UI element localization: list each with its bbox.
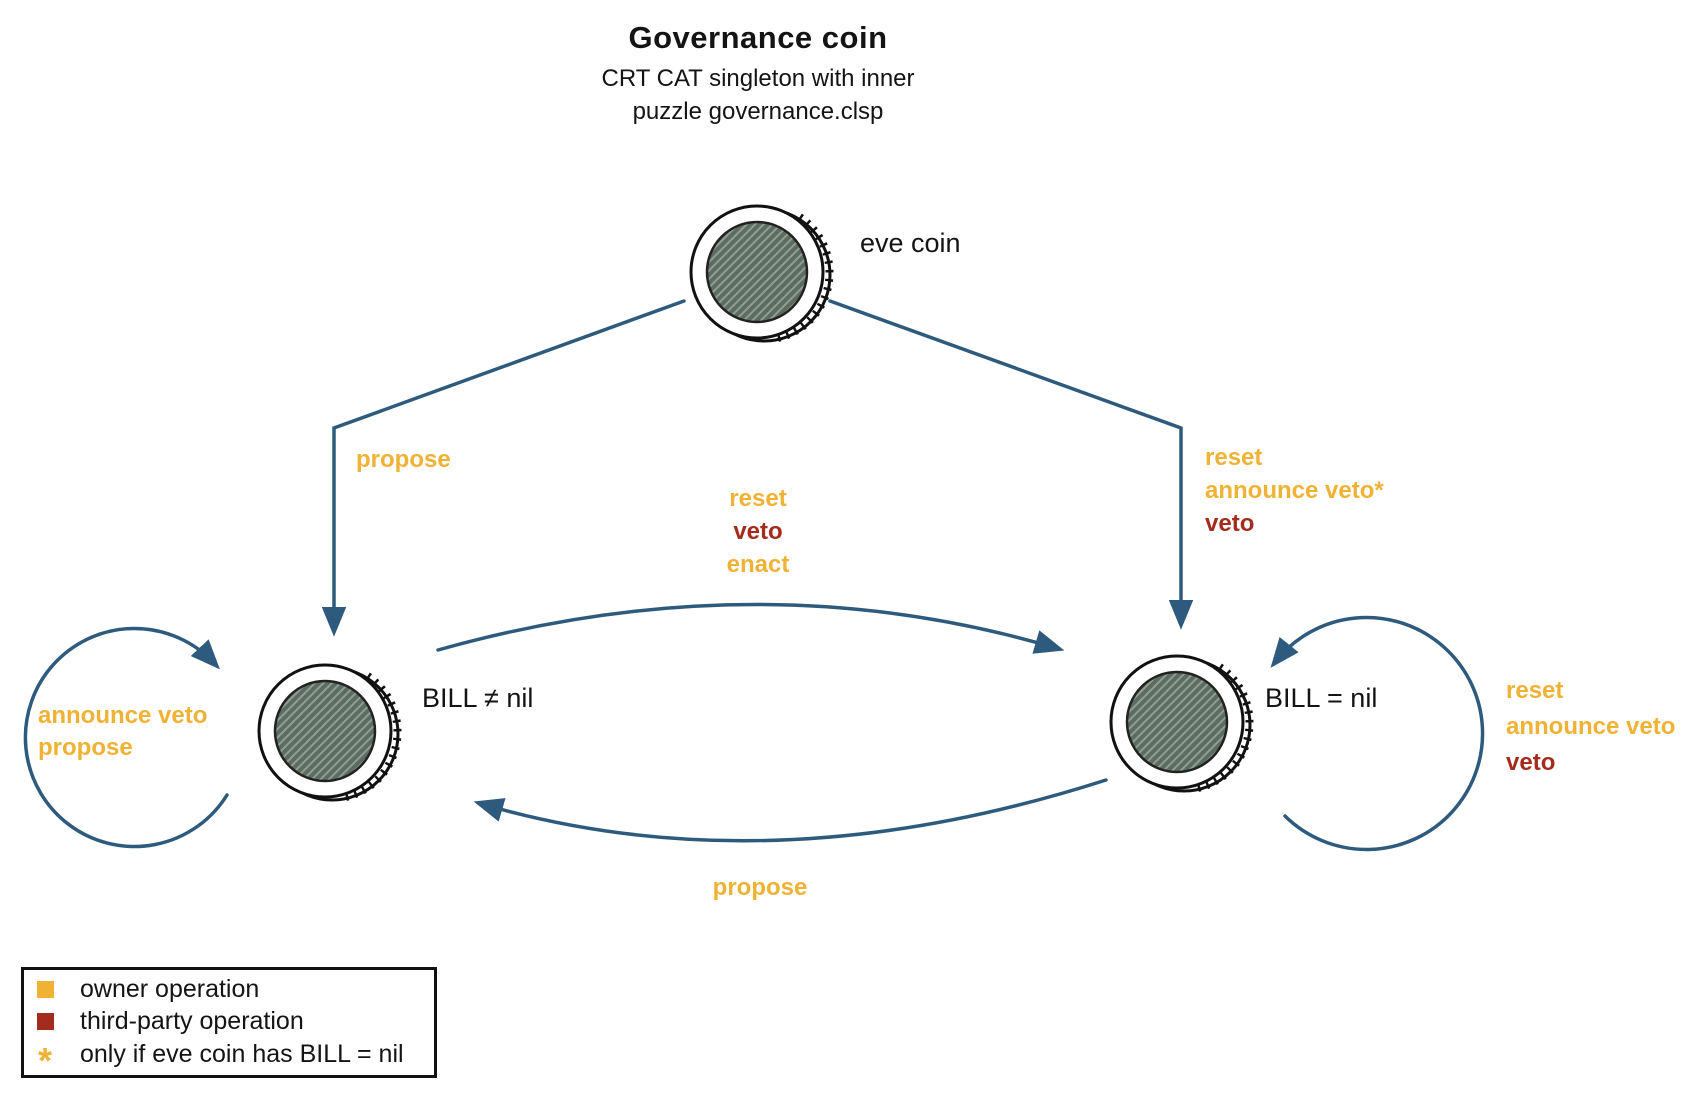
bill-nil-label: BILL = nil <box>1265 683 1378 713</box>
edge-label-veto: veto <box>1205 510 1255 537</box>
bill-not-nil-coin-icon <box>259 665 398 800</box>
page-subtitle: CRT CAT singleton with inner puzzle gove… <box>601 62 914 128</box>
edge-bill-not-nil-to-bill-nil-arrow <box>436 602 1065 654</box>
owner-color-swatch-icon <box>34 980 56 998</box>
edge-label-announce-veto: announce veto <box>38 702 208 729</box>
page-title: Governance coin <box>628 20 888 55</box>
asterisk-icon: * <box>37 1039 52 1081</box>
edge-bill-nil-self-loop-arrow <box>1270 615 1485 852</box>
edge-label-reset: reset <box>729 485 787 512</box>
edge-eve-to-bill-not-nil-arrow <box>321 299 686 637</box>
edge-eve-to-bill-nil-arrow <box>828 299 1194 630</box>
edge-label-announce-veto: announce veto* <box>1205 477 1384 504</box>
legend-label: third-party operation <box>80 1006 304 1035</box>
legend-item-third-party: third-party operation <box>34 1007 424 1036</box>
edge-label-stack-top-curve: reset veto enact <box>727 482 790 581</box>
legend-box: owner operation third-party operation * … <box>21 967 437 1078</box>
edge-label-veto: veto <box>733 518 783 545</box>
bill-not-nil-label: BILL ≠ nil <box>422 683 534 713</box>
edge-label-enact: enact <box>726 551 790 578</box>
eve-coin-icon <box>691 206 830 341</box>
edge-bill-nil-to-bill-not-nil-arrow <box>473 778 1108 843</box>
eve-coin-label: eve coin <box>860 228 961 258</box>
title-block: Governance coin CRT CAT singleton with i… <box>601 20 914 128</box>
edge-bill-not-nil-self-loop-arrow <box>23 626 229 849</box>
edge-label-propose-left: propose <box>356 446 451 473</box>
legend-item-owner: owner operation <box>34 975 424 1004</box>
edge-label-stack-eve-to-bill-nil: reset announce veto* veto <box>1205 441 1384 540</box>
edge-label-propose: propose <box>38 734 133 761</box>
bill-nil-coin-icon <box>1111 656 1250 791</box>
edge-label-reset: reset <box>1506 677 1564 704</box>
edge-label-stack-right-loop: reset announce veto veto <box>1506 673 1675 781</box>
legend-label: only if eve coin has BILL = nil <box>80 1040 404 1068</box>
subtitle-line-2: puzzle governance.clsp <box>632 98 884 125</box>
edge-label-stack-left-loop: announce veto propose <box>38 700 207 764</box>
legend-label: owner operation <box>80 974 260 1003</box>
edge-label-announce-veto: announce veto <box>1506 713 1676 740</box>
edge-label-veto: veto <box>1506 749 1556 776</box>
edge-label-propose-bottom: propose <box>712 874 808 901</box>
third-party-color-swatch-icon <box>34 1012 56 1030</box>
edge-label-reset: reset <box>1205 444 1263 471</box>
subtitle-line-1: CRT CAT singleton with inner <box>601 65 915 92</box>
legend-item-asterisk: * only if eve coin has BILL = nil <box>34 1039 424 1081</box>
